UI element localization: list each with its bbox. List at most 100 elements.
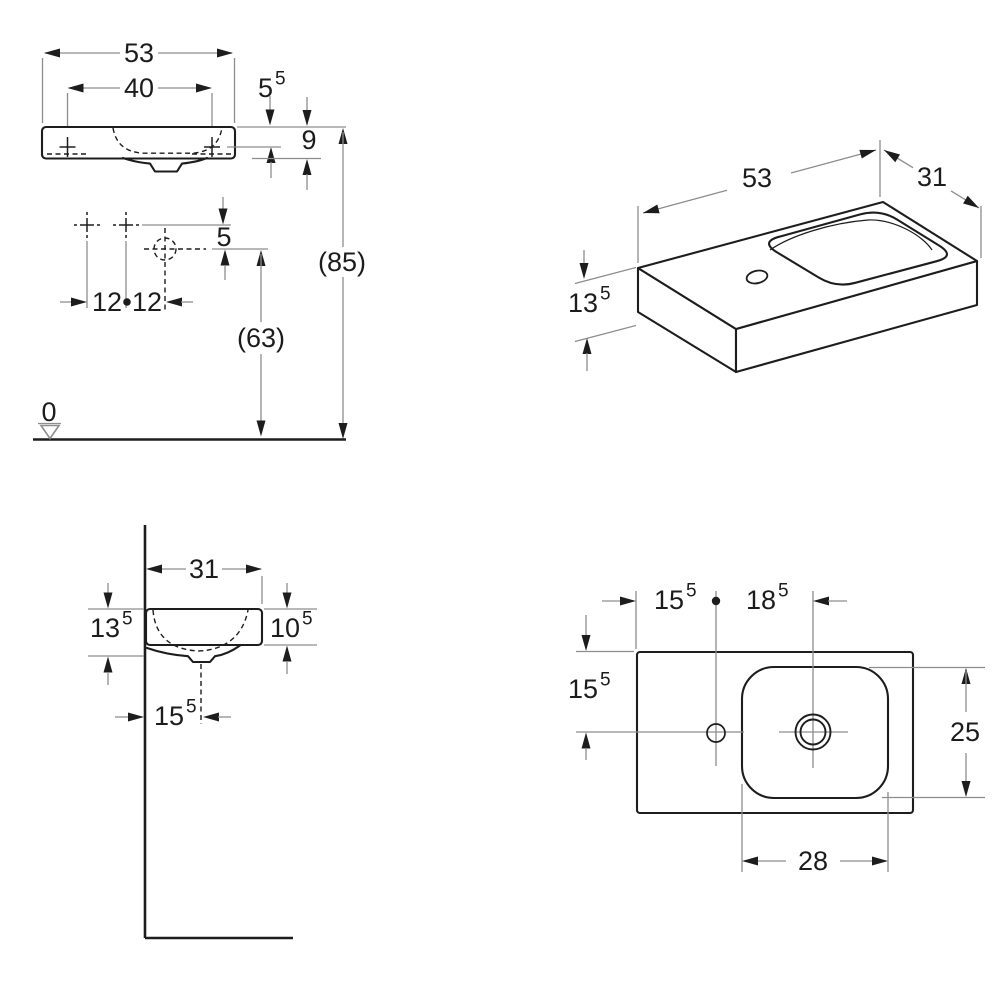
iso-dim-31: 31 <box>883 149 982 258</box>
side-basin-body <box>144 607 264 724</box>
front-dim-40: 40 <box>66 73 213 138</box>
tap-hole <box>745 269 769 285</box>
dim-label-back-to-tap-sup: 5 <box>600 670 611 691</box>
arrowhead <box>246 564 262 574</box>
top-dim-28: 28 <box>741 784 889 876</box>
arrowhead <box>620 596 636 606</box>
arrowhead <box>579 263 589 279</box>
drain-hole-inner <box>799 718 827 746</box>
arrowhead <box>103 592 113 609</box>
arrowhead <box>67 83 84 93</box>
dim-label-offset-small: 5 <box>216 222 231 252</box>
dim-label-bowl-depth: 25 <box>950 717 980 747</box>
arrowhead <box>266 147 276 163</box>
dim-label-back-to-tap: 15 <box>568 674 598 704</box>
bowl-underside-drain <box>121 156 209 173</box>
front-view: 53 40 <box>33 38 366 441</box>
dim-label-tap-spacing: 40 <box>124 73 154 103</box>
basin-section-outline <box>144 607 264 647</box>
arrowhead <box>963 195 979 208</box>
top-view: 15 5 18 5 15 5 25 <box>568 581 985 876</box>
arrowhead <box>256 420 266 437</box>
bowl-inner-wall-line <box>769 219 933 251</box>
supply-connection <box>144 228 206 312</box>
arrowhead <box>859 149 876 159</box>
top-dim-15-5-18-5: 15 5 18 5 <box>602 581 847 615</box>
dim-label-spacing-right: 12 <box>132 287 162 317</box>
datum-zero-label: 0 <box>41 397 56 427</box>
bowl-underside-drain <box>145 644 242 664</box>
dim-label-spacing-left: 12 <box>92 287 122 317</box>
arrowhead <box>961 781 971 797</box>
dim-dot <box>711 596 721 606</box>
dim-label-tap-to-drain: 18 <box>746 585 776 615</box>
side-dim-13-5: 13 5 <box>88 583 144 685</box>
arrowhead <box>282 592 292 609</box>
side-view: 31 13 5 10 5 <box>88 525 317 940</box>
dim-dot <box>123 298 131 306</box>
bowl-hidden-outline <box>152 609 249 652</box>
arrowhead <box>302 159 312 175</box>
arrowhead <box>742 856 758 866</box>
front-dim-53: 53 <box>41 38 236 123</box>
bowl-hidden-outline <box>112 127 223 154</box>
arrowhead <box>582 338 592 354</box>
arrowhead <box>166 297 182 307</box>
dim-label-height-sup: 5 <box>600 284 611 305</box>
iso-dim-13-5: 13 5 <box>568 250 637 371</box>
dim-label-drain-offset: 15 <box>154 701 184 731</box>
dim-label-edge-to-holes-sup: 5 <box>275 69 286 90</box>
dim-label-depth: 31 <box>917 162 947 192</box>
side-dim-10-5: 10 5 <box>264 583 317 674</box>
arrowhead <box>581 732 591 749</box>
dim-label-trap-height: (63) <box>237 323 285 353</box>
arrowhead <box>196 83 212 93</box>
front-dim-5-5: 5 5 <box>227 69 286 178</box>
dim-label-front-height: 9 <box>301 125 316 155</box>
dim-label-height-total-sup: 5 <box>122 609 133 630</box>
dim-label-left-to-tap-sup: 5 <box>686 581 697 602</box>
front-dim-85: (85) <box>318 128 366 439</box>
basin-body-outline <box>40 125 237 160</box>
wall-fixing-cross-left <box>74 212 100 238</box>
dim-label-left-to-tap: 15 <box>654 585 684 615</box>
arrowhead <box>282 645 292 662</box>
dim-label-height-total: 13 <box>90 613 120 643</box>
dim-label-width: 53 <box>742 163 772 193</box>
arrowhead <box>103 656 113 673</box>
dim-label-height: 13 <box>568 288 598 318</box>
dim-label-tap-to-drain-sup: 5 <box>778 581 789 602</box>
side-dim-31: 31 <box>146 554 263 604</box>
arrowhead <box>581 635 591 651</box>
front-dim-63: (63) <box>237 250 285 437</box>
arrowhead <box>128 712 144 722</box>
top-dim-25: 25 <box>869 666 985 799</box>
arrowhead <box>71 297 87 307</box>
arrowhead <box>220 249 230 266</box>
arrowhead <box>146 564 162 574</box>
top-dim-back-to-tap: 15 5 <box>568 615 634 760</box>
arrowhead <box>884 150 900 163</box>
arrowhead <box>302 110 312 126</box>
dim-label-height-front: 10 <box>270 613 300 643</box>
ext-line <box>574 266 637 285</box>
dim-label-drain-offset-sup: 5 <box>186 697 197 718</box>
front-dim-9: 9 <box>237 97 346 190</box>
mounting-hole-left <box>47 137 89 157</box>
arrowhead <box>338 423 348 439</box>
dim-label-width-overall: 53 <box>124 38 154 68</box>
front-dim-5: 5 <box>142 197 268 280</box>
iso-dim-53: 53 <box>637 140 881 263</box>
wall-fixing-cross-right <box>113 212 139 238</box>
dim-label-bowl-width: 28 <box>798 846 828 876</box>
datum-symbol: 0 <box>38 397 61 440</box>
arrowhead <box>872 856 888 866</box>
dim-label-edge-to-holes: 5 <box>258 73 273 103</box>
arrowhead <box>265 109 275 126</box>
front-basin-body <box>40 125 237 173</box>
dim-label-rim-height: (85) <box>318 247 366 277</box>
tap-hole <box>706 723 726 743</box>
ext-line <box>574 324 637 343</box>
